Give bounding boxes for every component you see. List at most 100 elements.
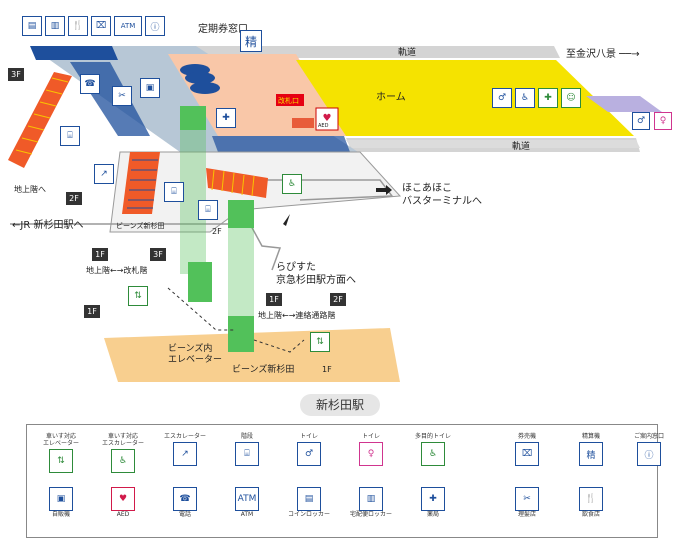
legend-caption: ご案内窓口: [633, 433, 664, 440]
legend-item: 車いす対応 エレベーター ⇅: [31, 433, 91, 473]
legend-item: 多目的トイレ ♿: [403, 433, 463, 466]
beans-ev-label-1: ビーンズ内: [168, 342, 212, 354]
legend-caption: 理髪店: [517, 511, 536, 518]
legend-caption: 階段: [240, 433, 253, 440]
one-f-small-label: 1F: [322, 365, 332, 374]
two-f-small-label: 2F: [212, 227, 222, 236]
route1-badge-a: 1F: [92, 248, 108, 261]
delivery-locker-icon: ▥: [45, 16, 65, 36]
platform-end: [586, 96, 662, 112]
aed-icon: ♥: [322, 112, 332, 124]
kaisatsu-label: 改札口: [278, 96, 299, 105]
hokohoko-label-2: バスターミナルへ: [402, 195, 482, 207]
route2-badge-a: 1F: [266, 293, 282, 306]
wheelchair-toilet-icon: ♿: [515, 88, 535, 108]
delivery-locker-icon: ▥: [359, 487, 383, 511]
wheelchair-escalator-icon: ♿: [111, 449, 135, 473]
floor-badge-1f: 1F: [84, 305, 100, 318]
atm-icon: ATM: [114, 16, 142, 36]
aed-label: AED: [318, 123, 329, 129]
coin-locker-icon: ▤: [22, 16, 42, 36]
info-desk-icon: ⓘ: [637, 442, 661, 466]
elevator-icon: ⇅: [49, 449, 73, 473]
barber-icon: ✂: [515, 487, 539, 511]
home-label: ホーム: [376, 91, 406, 103]
barber-icon: ✂: [112, 86, 132, 106]
pharmacy-icon: ✚: [216, 108, 236, 128]
legend-item: ✚薬局: [403, 485, 463, 518]
women-toilet-icon: ♀: [654, 112, 672, 130]
beans-2f-label: ビーンズ新杉田: [116, 221, 165, 230]
legend-caption: 券売機: [517, 433, 536, 440]
baby-icon: ☺: [561, 88, 581, 108]
multipurpose-toilet-icon: ♿: [421, 442, 445, 466]
hokohoko-label-1: ほこあほこ: [402, 182, 452, 194]
legend-caption: 多目的トイレ: [414, 433, 451, 440]
elevator-icon: ⇅: [128, 286, 148, 306]
legend-item: 🍴飲食店: [561, 485, 621, 518]
men-toilet-icon: ♂: [492, 88, 512, 108]
ticket-gate: [276, 94, 304, 106]
legend-item: 精算機精: [561, 433, 621, 466]
pillars: [180, 64, 220, 94]
legend-caption: トイレ: [299, 433, 318, 440]
legend-item: ▤コインロッカー: [279, 485, 339, 518]
legend-caption: ATM: [240, 511, 254, 518]
arrow-rapisuta: [283, 214, 290, 226]
legend: 車いす対応 エレベーター ⇅ 車いす対応 エスカレーター ♿ エスカレーター↗ 階段 ⌸ トイ…: [26, 424, 664, 538]
ground-left-label: 地上階へ: [14, 184, 46, 194]
legend-item: ▥宅配便ロッカー: [341, 485, 401, 518]
rapisuta-label-2: 京急杉田駅方面へ: [276, 273, 356, 286]
aed-marker: [292, 118, 314, 128]
men-toilet-icon-2: ♂: [632, 112, 650, 130]
route2-text: 地上階←→連絡通路階: [258, 310, 335, 320]
legend-caption: トイレ: [361, 433, 380, 440]
escalator-icon: ↗: [173, 442, 197, 466]
elevator-icon-2: ⇅: [310, 332, 330, 352]
legend-item: ご案内窓口 ⓘ: [619, 433, 679, 466]
beans-1f-label: ビーンズ新杉田: [232, 363, 294, 375]
legend-caption: 宅配便ロッカー: [349, 511, 392, 518]
legend-caption: 精算機: [581, 433, 600, 440]
women-toilet-icon: ♀: [359, 442, 383, 466]
legend-caption: コインロッカー: [287, 511, 330, 518]
legend-caption: 自販機: [51, 511, 70, 518]
coin-locker-icon: ▤: [297, 487, 321, 511]
station-title: 新杉田駅: [300, 394, 380, 416]
legend-caption: 車いす対応 エレベーター: [42, 433, 79, 447]
platform: [296, 60, 634, 136]
legend-caption: 電話: [178, 511, 191, 518]
vending-machine-icon: ▣: [140, 78, 160, 98]
legend-item: ▣自販機: [31, 485, 91, 518]
info-desk-icon: ⓘ: [145, 16, 165, 36]
beans-ev-label-2: エレベーター: [168, 354, 222, 365]
legend-item: エスカレーター↗: [155, 433, 215, 466]
legend-item: 車いす対応 エスカレーター ♿: [93, 433, 153, 473]
legend-caption: 薬局: [426, 511, 439, 518]
arrow-hokohoko: [376, 185, 392, 195]
legend-item: トイレ ♀: [341, 433, 401, 466]
atm-icon: ATM: [235, 487, 259, 511]
phone-icon: ☎: [80, 74, 100, 94]
deck-outline: [10, 223, 282, 271]
teiki-label: 定期券窓口: [198, 22, 248, 35]
ostomate-icon: ✚: [538, 88, 558, 108]
elevator-shaft-2: [228, 200, 254, 352]
stairs-icon: ⌸: [60, 126, 80, 146]
elevator-shaft-1: [180, 106, 212, 302]
legend-caption: AED: [116, 511, 130, 518]
top-icon-row: ▤ ▥ 🍴 ⌧ ATM ⓘ: [22, 14, 165, 36]
legend-item: トイレ♂: [279, 433, 339, 466]
legend-item: ✂理髪店: [497, 485, 557, 518]
stairs-icon: ⌸: [235, 442, 259, 466]
ticket-machine-icon: ⌧: [515, 442, 539, 466]
fare-adjustment-icon: 精: [240, 30, 262, 52]
track-bottom-label: 軌道: [512, 140, 530, 152]
jr-label: ←JR 新杉田駅へ: [12, 218, 83, 231]
legend-item: ♥AED: [93, 485, 153, 518]
rapisuta-label-1: らぴすた: [276, 261, 316, 273]
walk-route-2: [253, 339, 305, 353]
legend-caption: 車いす対応 エスカレーター: [101, 433, 144, 447]
route1-text: 地上階←→改札階: [86, 265, 147, 275]
